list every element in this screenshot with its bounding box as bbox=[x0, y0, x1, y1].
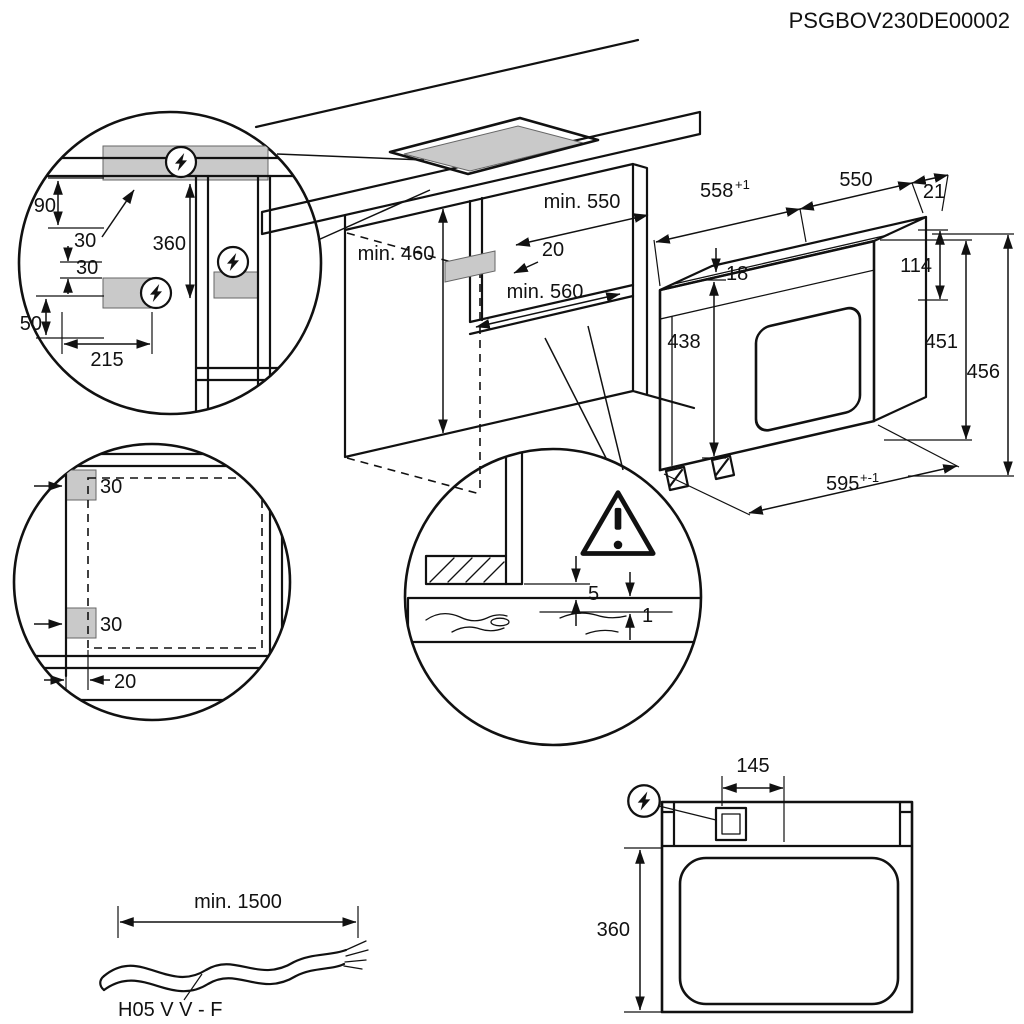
dim-20-label: 20 bbox=[542, 239, 564, 261]
dim-21-line bbox=[911, 173, 949, 185]
oven-door-lines bbox=[659, 269, 875, 466]
dim-360-extension bbox=[624, 847, 662, 1013]
dim-595-extension bbox=[663, 424, 960, 516]
lightning-leader bbox=[658, 805, 717, 821]
dim-145-extension bbox=[721, 776, 785, 842]
oven-iso-view: 558 +1 550 21 18 438 114 451 456 595 +-1 bbox=[653, 169, 1014, 516]
support-rail-section bbox=[424, 554, 508, 586]
appliance-outline-dashed bbox=[87, 477, 263, 649]
wood-knot bbox=[490, 617, 510, 627]
dim-456-label: 456 bbox=[967, 361, 1000, 383]
top-view-front-panel bbox=[660, 800, 914, 848]
detail-circle-outline bbox=[17, 110, 323, 416]
oven-door-window bbox=[754, 306, 862, 432]
junction-box-inner bbox=[721, 813, 741, 835]
dim-18-label: 18 bbox=[726, 263, 748, 285]
dim-360-label: 360 bbox=[597, 919, 630, 941]
dim-1500-end-ticks bbox=[117, 906, 359, 938]
dim-215-extension bbox=[61, 312, 153, 354]
dim-min560-line bbox=[475, 292, 621, 329]
dim-558-line bbox=[655, 207, 801, 244]
dim-558-label: 558 bbox=[700, 180, 733, 202]
dim-1-label: 1 bbox=[642, 605, 653, 627]
lightning-icon bbox=[627, 784, 661, 818]
cable-outline-top bbox=[102, 948, 348, 979]
gap-callout-lines bbox=[544, 325, 624, 471]
cabinet-front-lines bbox=[14, 452, 290, 702]
dim-5-label: 5 bbox=[588, 583, 599, 605]
dim-min550-label: min. 550 bbox=[544, 191, 621, 213]
wall-back-edge bbox=[254, 38, 640, 129]
dim-30-bottom-label: 30 bbox=[100, 614, 122, 636]
cabinet-panel-section bbox=[504, 449, 524, 586]
bracket-zone-top bbox=[65, 469, 97, 501]
cable-end-cap bbox=[99, 974, 106, 992]
dim-min460-label: min. 460 bbox=[358, 243, 435, 265]
oven-top-view: 145 360 bbox=[597, 755, 914, 1014]
power-cable: min. 1500 H05 V V - F bbox=[99, 891, 369, 1021]
oven-side-face bbox=[872, 215, 928, 423]
cabinet-iso-view: min. 460 min. 550 20 min. 560 bbox=[254, 38, 702, 495]
dim-114-label: 114 bbox=[900, 255, 932, 277]
dim-20-leader bbox=[513, 261, 539, 274]
dim-558-tolerance: +1 bbox=[735, 177, 750, 192]
dim-top-extensions bbox=[653, 174, 949, 287]
dim-30-top-label: 30 bbox=[100, 476, 122, 498]
dim-114-extension bbox=[918, 229, 948, 301]
oven-top-inset-line bbox=[673, 234, 889, 285]
lightning-icon bbox=[164, 145, 198, 179]
gap-circle-outline bbox=[403, 447, 703, 747]
cable-type-label: H05 V V - F bbox=[118, 999, 222, 1021]
dim-438-extension bbox=[702, 279, 726, 459]
dim-50-label: 50 bbox=[20, 313, 42, 335]
dim-595-label: 595 bbox=[826, 473, 859, 495]
dim-21-label: 21 bbox=[923, 181, 945, 203]
dim-438-label: 438 bbox=[667, 331, 700, 353]
dim-595-line bbox=[748, 464, 958, 515]
front-view-circle: 30 30 20 bbox=[12, 442, 292, 722]
dim-451-extension bbox=[880, 239, 972, 441]
cabinet-panel-lines bbox=[194, 174, 321, 414]
cabinet-side-panel bbox=[631, 162, 696, 410]
cable-wire-strands bbox=[343, 940, 369, 970]
dim-30-mid-label: 30 bbox=[76, 257, 98, 279]
cavity-outline bbox=[678, 856, 900, 1006]
wood-grain bbox=[425, 612, 627, 635]
detail-callout-lines bbox=[276, 153, 431, 241]
dim-90-label: 90 bbox=[34, 195, 56, 217]
dim-30-top-label: 30 bbox=[74, 230, 96, 252]
gap-detail-circle: 5 1 bbox=[403, 447, 703, 747]
dim-360-label: 360 bbox=[153, 233, 186, 255]
dim-550-line bbox=[799, 181, 913, 211]
dim-145-label: 145 bbox=[736, 755, 769, 777]
hob-cutout bbox=[388, 116, 600, 176]
cable-outline-bottom bbox=[102, 962, 346, 993]
lightning-icon bbox=[139, 276, 173, 310]
top-view-outline bbox=[660, 800, 914, 1014]
rail-hatching bbox=[429, 557, 505, 583]
side-detail-circle: 90 30 360 30 50 215 bbox=[17, 110, 431, 416]
dim-550-label: 550 bbox=[839, 169, 872, 191]
dim-1500-label: min. 1500 bbox=[194, 891, 282, 913]
dim-595-tolerance: +-1 bbox=[860, 470, 879, 485]
lightning-icon bbox=[216, 245, 250, 279]
dim-min560-label: min. 560 bbox=[507, 281, 584, 303]
junction-box bbox=[714, 806, 748, 842]
dim-50-extension bbox=[36, 295, 104, 339]
dim-30-mid-extension bbox=[60, 261, 102, 279]
cable-label-leader bbox=[183, 973, 203, 1001]
dim-min550-line bbox=[515, 213, 649, 247]
document-code: PSGBOV230DE00002 bbox=[789, 8, 1010, 33]
front-circle-outline bbox=[12, 442, 292, 722]
dim-20-extension bbox=[65, 650, 89, 690]
dim-215-label: 215 bbox=[90, 349, 123, 371]
dim-30-top-leader bbox=[101, 189, 135, 238]
dim-20-label: 20 bbox=[114, 671, 136, 693]
gap-detail-content bbox=[406, 449, 701, 644]
front-view-content bbox=[14, 452, 290, 702]
dim-451-label: 451 bbox=[925, 331, 958, 353]
bracket-zone-bottom bbox=[65, 607, 97, 639]
dim-90-extension bbox=[48, 177, 104, 229]
